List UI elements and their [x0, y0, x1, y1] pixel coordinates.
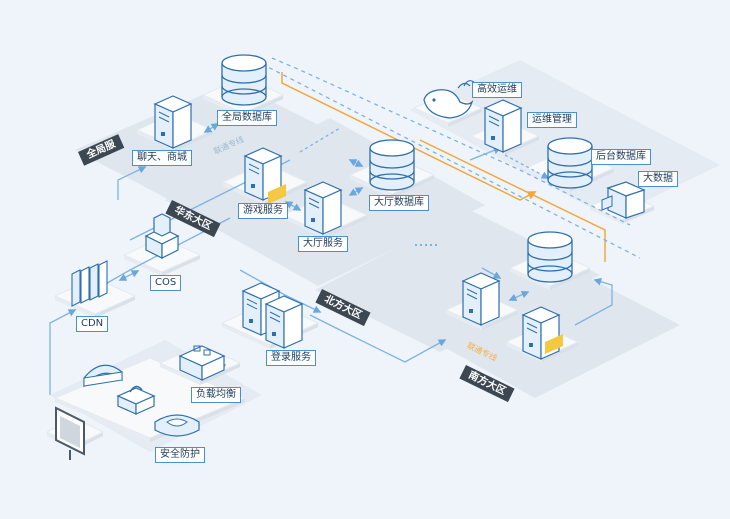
database-global-icon: [221, 54, 267, 106]
link-east-global: [299, 127, 341, 153]
link-security-to-cdn: [49, 309, 77, 395]
server-chat-mall-icon: [153, 95, 193, 149]
server-login-service-2-icon: [264, 295, 304, 349]
dashed-ops-line-2: [261, 63, 641, 259]
link-hall-halldb: [348, 187, 364, 196]
big-data-icon: [601, 181, 646, 219]
link-cdn-cos: [118, 270, 140, 281]
backend-db-label: 后台数据库: [591, 149, 651, 165]
server-south-1-icon: [461, 272, 501, 326]
database-backend-icon: [547, 137, 593, 189]
firewall-icon: [83, 364, 123, 388]
cos-label: COS: [150, 275, 182, 291]
global-db-label: 全局数据库: [217, 110, 277, 126]
database-south-icon: [527, 231, 573, 283]
server-hall-service-icon: [303, 181, 343, 235]
login-service-label: 登录服务: [266, 350, 316, 366]
whale-icon: [423, 80, 475, 119]
monitor-icon: [55, 406, 85, 460]
link-login-south: [309, 314, 447, 363]
ops-management-label: 运维管理: [527, 112, 577, 128]
backbone-orange-2: [419, 139, 606, 262]
hall-db-label: 大厅数据库: [369, 195, 429, 211]
link-east-login: [239, 269, 322, 313]
database-hall-icon: [369, 139, 415, 191]
link-south-2: [574, 278, 613, 326]
server-south-2-icon: [521, 306, 561, 360]
link-ops-2: [504, 154, 550, 179]
cdn-icon: [71, 260, 108, 307]
cos-storage-icon: [144, 213, 180, 259]
link-south-3: [481, 267, 502, 279]
chat-mall-label: 聊天、商城: [132, 150, 192, 166]
link-chat-globaldb: [203, 123, 220, 133]
ops-high-efficiency-label: 高效运维: [472, 82, 522, 98]
hall-service-label: 大厅服务: [298, 236, 348, 252]
load-balancing-label: 负载均衡: [191, 387, 241, 403]
lock-icon: [116, 385, 156, 415]
link-south-1: [508, 290, 530, 302]
game-service-label: 游戏服务: [238, 203, 288, 219]
cdn-label: CDN: [76, 316, 109, 332]
security-label: 安全防护: [155, 447, 205, 463]
big-data-label: 大数据: [638, 171, 678, 187]
server-ops-management-icon: [483, 99, 523, 153]
link-game-hall: [284, 201, 302, 211]
link-game-halldb: [348, 159, 364, 167]
load-balancer-icon: [178, 345, 226, 381]
south-server-accent: [545, 334, 563, 354]
shield-icon: [154, 414, 200, 437]
link-to-chat: [117, 166, 147, 200]
game-service-accent: [268, 184, 286, 204]
